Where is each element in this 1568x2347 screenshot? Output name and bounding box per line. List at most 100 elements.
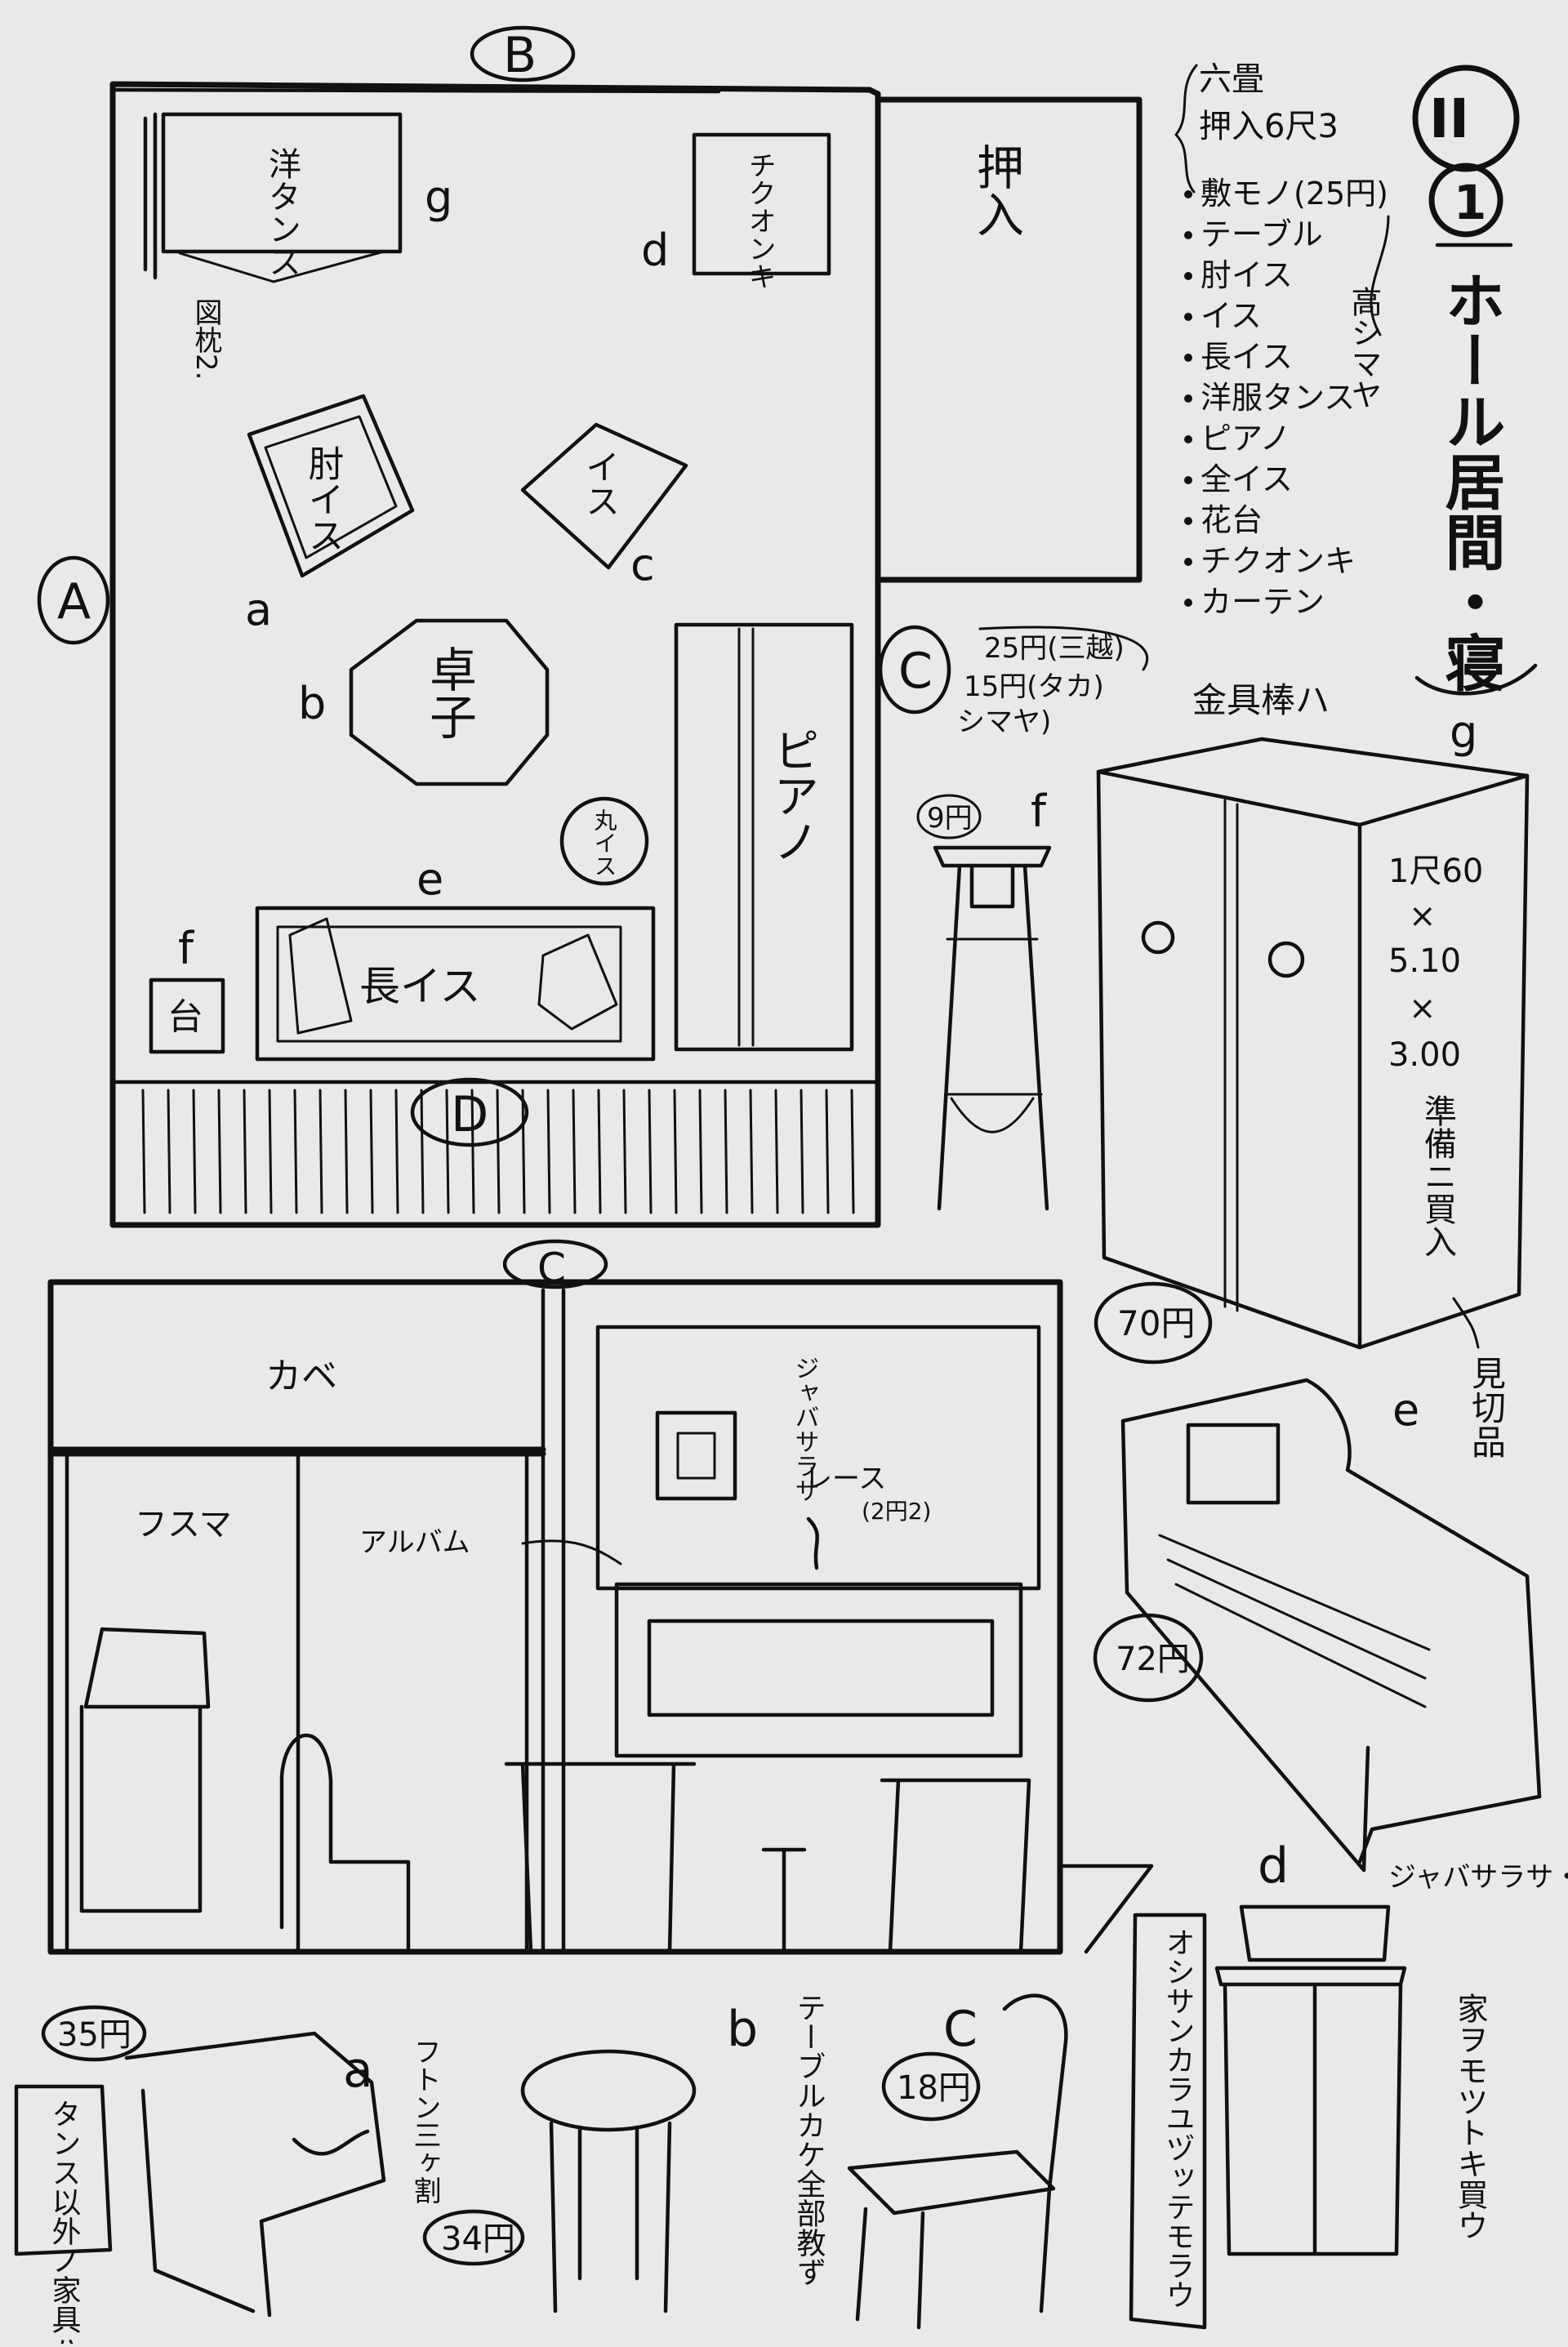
header-block: II 1 ホール居間・寝 g: [1412, 65, 1538, 758]
stand-top: [933, 845, 1052, 868]
home-note: 家ヲモツトキ買ウ: [1452, 1993, 1488, 2241]
inventory-item: チクオンキ: [1200, 543, 1356, 579]
sofa-front: [1120, 1418, 1370, 1873]
marker-d-circle: [410, 1077, 529, 1147]
wardrobe-door-edge: [143, 112, 158, 280]
bottom-row: 35円 a フトン三ヶ割 タンス以外ノ家具ハ三越デ b テーブルカケ全部教ず 3…: [14, 1837, 1568, 2347]
bought-note: オシサンカラユヅッテモラウ: [1161, 1927, 1195, 2309]
veranda-baluster: [344, 1089, 349, 1214]
lace-label: レース: [804, 1463, 886, 1495]
chair-c-sketch: [847, 1993, 1068, 2330]
veranda-baluster: [749, 1089, 754, 1214]
veranda-baluster: [521, 1089, 526, 1214]
sofa-cushions: [288, 917, 618, 1035]
wardrobe-door-seam: [1223, 799, 1239, 1312]
elevation-chair: [279, 1733, 411, 1954]
roman-circle: [1412, 65, 1520, 172]
veranda-baluster: [800, 1089, 804, 1214]
price-line-3: シマヤ): [957, 706, 1051, 738]
veranda-baluster: [774, 1089, 779, 1214]
inventory-item: 肘イス: [1200, 257, 1293, 293]
inventory-item: 敷モノ(25円): [1200, 176, 1388, 212]
room-title: ホール居間・寝: [1435, 269, 1505, 693]
veranda-baluster: [167, 1089, 172, 1214]
stand-price: 9円: [927, 802, 973, 835]
closet-label: 押入: [969, 143, 1024, 238]
table-b-top: [520, 2049, 697, 2132]
veranda-baluster: [622, 1089, 627, 1214]
stand-label: 台: [167, 996, 203, 1038]
table-octagon: [349, 618, 550, 786]
number-circle: [1428, 163, 1503, 238]
inventory-bullet: [1184, 394, 1192, 403]
sofa-e-label: e: [1392, 1384, 1419, 1436]
stand-box: [149, 978, 225, 1054]
hardware-note: 金具棒ハ: [1192, 680, 1330, 720]
inventory-item: 花台: [1200, 502, 1263, 538]
veranda-baluster: [394, 1089, 399, 1214]
stand-f-label: f: [1031, 786, 1048, 837]
dimension-4: ×: [1409, 990, 1437, 1027]
veranda-baluster: [648, 1089, 653, 1214]
side-note: 高シマヤ: [1346, 286, 1382, 410]
inventory-item: テーブル: [1200, 216, 1323, 252]
veranda-baluster: [369, 1089, 374, 1214]
inventory-bullet: [1184, 313, 1192, 321]
inventory-bullet: [1184, 435, 1192, 443]
inventory-bullet: [1184, 558, 1192, 566]
sofa-sketch: 72円 e: [1093, 1378, 1542, 1873]
java-cloth-panel: [595, 1325, 1041, 1591]
wardrobe-door-swing: [178, 250, 385, 283]
album-label: アルバム: [359, 1526, 470, 1559]
closet-box: [875, 96, 1143, 583]
java-price: ジャバサラサ・6円: [1388, 1861, 1568, 1894]
dimension-3: 5.10: [1388, 942, 1461, 980]
clearance-pointer: [1452, 1297, 1480, 1349]
label-a: a: [343, 2042, 373, 2099]
marker-c-circle: [878, 625, 951, 715]
elevation-frame: [47, 1279, 1063, 1955]
projecting-table: [1058, 1864, 1154, 1954]
price-bracket: [978, 626, 1149, 671]
wardrobe-side: [1357, 773, 1530, 1350]
stand-rails: [944, 937, 1043, 1133]
gramophone-box: [692, 132, 831, 276]
sofa-box: [255, 906, 656, 1062]
piano-leg-front: [880, 1778, 1031, 1954]
curio-cabinet: [79, 1627, 211, 1913]
armchair-a-sketch: [124, 2031, 386, 2318]
stand-price-circle: [916, 794, 982, 839]
wardrobe-handle-right: [1267, 941, 1305, 978]
price-a: 35円: [57, 2016, 131, 2054]
marker-b-circle: [470, 25, 576, 82]
inventory-bullet: [1184, 272, 1192, 280]
dimension-2: ×: [1409, 897, 1437, 935]
veranda-baluster: [192, 1089, 197, 1214]
wall-label: カベ: [265, 1356, 337, 1397]
furniture-note: タンス以外ノ家具ハ三越デ: [47, 2099, 82, 2344]
label-d: d: [1258, 1837, 1289, 1895]
wardrobe-note: 準備ニ買入: [1419, 1094, 1456, 1258]
inventory-heading-2: 押入6尺3: [1199, 108, 1339, 145]
lace-price: (2円2): [862, 1498, 931, 1525]
veranda-baluster: [597, 1089, 602, 1214]
chair-label: イス: [581, 449, 621, 518]
pillow-note: 図枕2.: [189, 298, 222, 380]
marker-d: D: [451, 1086, 488, 1143]
inventory-items: 敷モノ(25円)テーブル肘イスイス長イス洋服タンスピアノ全イス花台チクオンキカー…: [1184, 176, 1388, 620]
f-label: f: [178, 923, 195, 974]
inventory-bullet: [1184, 599, 1192, 607]
piano-body: [614, 1582, 1023, 1758]
wardrobe-price: 70円: [1117, 1303, 1195, 1343]
album-pointer: [521, 1539, 622, 1565]
veranda-baluster: [496, 1089, 501, 1214]
veranda-baluster: [243, 1089, 247, 1214]
table-label: 卓子: [421, 645, 477, 740]
armchair-shape: [247, 394, 415, 578]
sofa-price: 72円: [1116, 1641, 1190, 1678]
armchair-seat: [264, 415, 398, 559]
veranda-baluster: [546, 1089, 551, 1214]
roman-numeral: II: [1429, 87, 1469, 150]
marker-a-circle: [37, 555, 110, 645]
piano-lines: [737, 627, 755, 1047]
